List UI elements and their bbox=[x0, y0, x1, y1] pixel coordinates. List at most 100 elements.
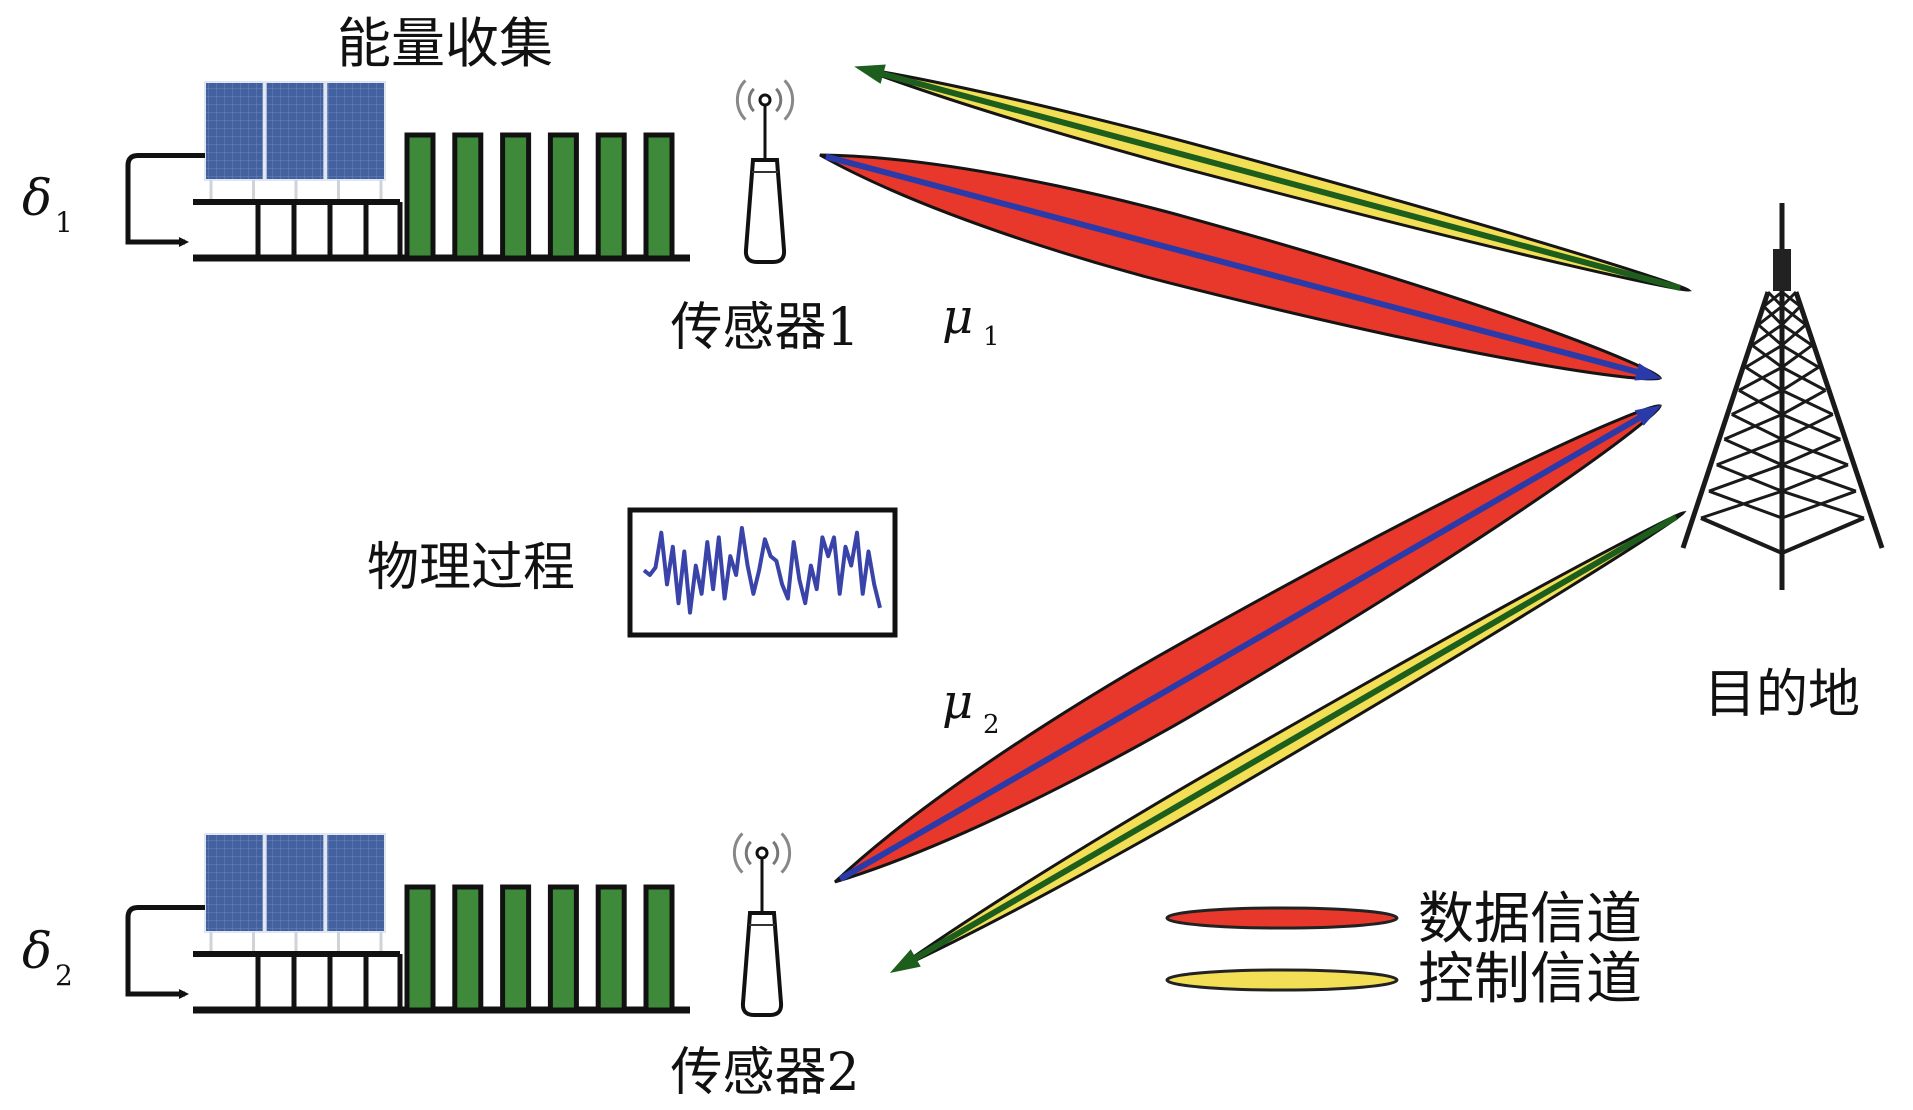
signal-wave bbox=[772, 840, 780, 866]
antenna-body bbox=[743, 158, 787, 264]
energy-unit-bar bbox=[595, 132, 627, 261]
tower-brace bbox=[1781, 305, 1807, 326]
tower-brace bbox=[1716, 437, 1783, 467]
mu1-subscript: 1 bbox=[983, 322, 1000, 352]
solar-panel-icon bbox=[204, 833, 265, 933]
energy-harvesting-label: 能量收集 bbox=[337, 12, 553, 75]
tower-brace bbox=[1700, 489, 1783, 520]
energy-unit-bar bbox=[500, 132, 532, 261]
energy-unit-bar bbox=[452, 132, 484, 261]
antenna-body bbox=[740, 911, 784, 1017]
energy-unit-bar bbox=[643, 884, 675, 1013]
feedback-arrow bbox=[125, 153, 205, 247]
antenna-tip bbox=[758, 93, 772, 107]
delta1-subscript: 1 bbox=[55, 206, 73, 239]
energy-unit-bar bbox=[452, 884, 484, 1013]
data-channel-1-arrowhead bbox=[1634, 363, 1662, 381]
data-channel-2-arrowhead bbox=[1634, 405, 1662, 426]
legend-control-channel-swatch bbox=[1165, 968, 1399, 992]
tower-brace bbox=[1744, 344, 1783, 369]
tower-brace bbox=[1781, 365, 1820, 392]
control-channel-1-arrowhead bbox=[854, 64, 886, 84]
sensor2-energy-queue bbox=[125, 833, 690, 1014]
solar-panel-icon bbox=[204, 81, 265, 181]
signal-wave bbox=[783, 79, 795, 121]
tower-brace bbox=[1781, 290, 1802, 308]
data-channel-1-stripe bbox=[825, 153, 1654, 379]
data-channel-2-stripe bbox=[838, 407, 1655, 882]
delta1-symbol: δ bbox=[22, 169, 52, 227]
tower-brace bbox=[1780, 305, 1802, 326]
energy-unit-bar bbox=[500, 884, 532, 1013]
tower-brace bbox=[1781, 389, 1827, 416]
legend: 数据信道 控制信道 bbox=[1165, 887, 1642, 1012]
tower-brace bbox=[1751, 344, 1783, 369]
mu1-symbol: μ bbox=[942, 289, 973, 345]
tower-brace bbox=[1757, 305, 1783, 326]
data-channel-2 bbox=[833, 404, 1662, 884]
tower-brace bbox=[1757, 323, 1783, 347]
legend-control-channel-label: 控制信道 bbox=[1418, 947, 1642, 1012]
tower-leg-left bbox=[1680, 291, 1771, 549]
antenna-tip bbox=[755, 846, 769, 860]
tower-brace bbox=[1781, 437, 1849, 467]
tower-brace bbox=[1781, 344, 1813, 369]
tower-brace bbox=[1723, 413, 1783, 441]
signal-wave bbox=[735, 79, 747, 121]
energy-unit-bar bbox=[643, 132, 675, 261]
tower-brace bbox=[1781, 463, 1857, 493]
tower-brace bbox=[1708, 463, 1783, 493]
tower-brace bbox=[1762, 305, 1784, 326]
delta2-subscript: 2 bbox=[55, 959, 73, 992]
feedback-arrow bbox=[125, 905, 205, 999]
legend-data-channel-label: 数据信道 bbox=[1418, 887, 1642, 952]
solar-panel-icon bbox=[325, 833, 387, 933]
physical-process-label: 物理过程 bbox=[367, 538, 575, 598]
solar-panel-icon bbox=[264, 81, 326, 181]
tower-brace bbox=[1751, 323, 1783, 347]
tower-brace bbox=[1738, 365, 1783, 392]
tower-brace bbox=[1781, 323, 1813, 347]
control-channel-2-arrowhead bbox=[889, 949, 921, 974]
channel-beams bbox=[819, 64, 1693, 974]
tower-brace bbox=[1738, 389, 1783, 416]
sensor1-energy-queue bbox=[125, 81, 690, 262]
control-channel-1 bbox=[854, 64, 1693, 292]
tower-brace bbox=[1781, 344, 1820, 369]
solar-panel-icon bbox=[264, 833, 326, 933]
sensor1-label: 传感器1 bbox=[670, 298, 859, 358]
energy-unit-bar bbox=[547, 132, 579, 261]
sensor2-antenna-icon bbox=[732, 832, 792, 1017]
mu2-subscript: 2 bbox=[983, 710, 1000, 740]
sensor2-label: 传感器2 bbox=[670, 1043, 859, 1103]
signal-wave bbox=[732, 832, 744, 874]
tower-brace bbox=[1781, 389, 1834, 416]
solar-panel-icon bbox=[325, 81, 387, 181]
destination-label: 目的地 bbox=[1704, 665, 1860, 725]
sensor1-antenna-icon bbox=[735, 79, 795, 264]
tower-brace bbox=[1781, 365, 1827, 392]
tower-leg-right bbox=[1793, 291, 1885, 549]
tower-brace bbox=[1762, 290, 1783, 308]
signal-wave bbox=[780, 832, 792, 874]
destination-tower-icon bbox=[1680, 203, 1885, 590]
signal-waveform bbox=[642, 526, 882, 615]
signal-wave bbox=[775, 87, 783, 113]
energy-unit-bar bbox=[404, 132, 436, 261]
delta2-symbol: δ bbox=[22, 922, 52, 980]
legend-data-channel-swatch bbox=[1165, 906, 1399, 930]
signal-wave bbox=[747, 87, 755, 113]
tower-brace bbox=[1781, 489, 1865, 520]
energy-unit-bar bbox=[595, 884, 627, 1013]
tower-brace bbox=[1781, 413, 1841, 441]
energy-unit-bar bbox=[404, 884, 436, 1013]
tower-brace bbox=[1744, 365, 1783, 392]
tower-brace bbox=[1781, 323, 1807, 347]
energy-unit-bar bbox=[547, 884, 579, 1013]
control-channel-2-stripe bbox=[898, 514, 1678, 970]
data-channel-1 bbox=[819, 153, 1663, 381]
mu2-symbol: μ bbox=[942, 674, 973, 730]
tower-top-section bbox=[1773, 249, 1791, 291]
control-channel-1-stripe bbox=[865, 66, 1682, 291]
